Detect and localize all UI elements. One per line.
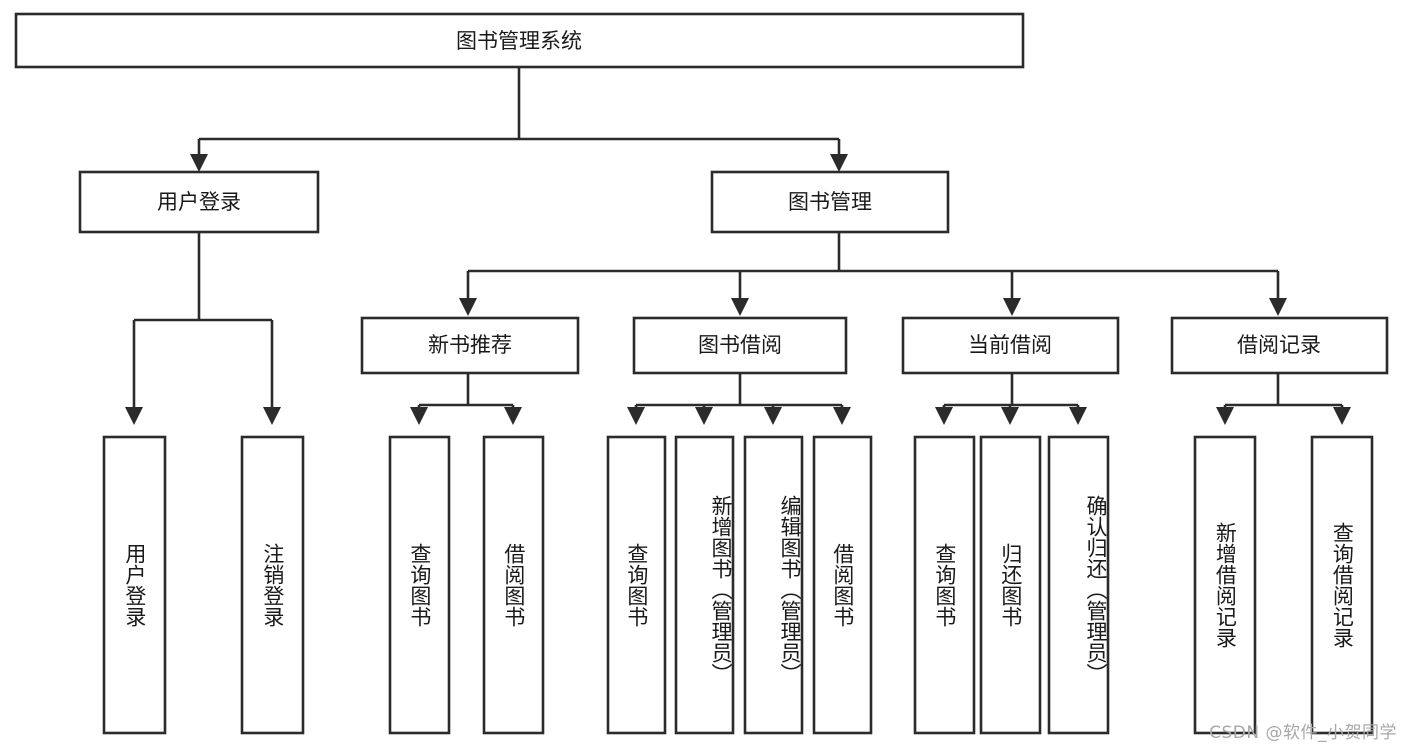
node-leaf-query-book-3[interactable] [913,435,976,735]
node-borrow-record-label: 借阅记录 [1237,333,1321,357]
node-leaf-borrow-book-2[interactable] [812,435,873,735]
node-book-borrow[interactable] [632,316,848,375]
connector-bookmanage-to-level3 [459,232,1287,316]
node-root-label: 图书管理系统 [456,29,582,53]
node-book-manage-label: 图书管理 [788,190,872,214]
node-user-login[interactable] [78,170,320,234]
connector-userlogin-to-leaves [125,232,281,425]
node-leaf-query-book-2[interactable] [606,435,667,735]
node-leaf-query-book-1[interactable] [388,435,451,735]
node-root[interactable] [14,12,1025,69]
node-leaf-edit-book[interactable] [743,435,804,735]
node-new-book-rec-label: 新书推荐 [428,333,512,357]
node-book-borrow-label: 图书借阅 [698,333,782,357]
node-leaf-add-book[interactable] [674,435,735,735]
node-new-book-rec[interactable] [360,316,580,375]
node-leaf-return-book[interactable] [979,435,1042,735]
connector-root-to-level2 [190,67,848,172]
node-user-login-label: 用户登录 [157,190,241,214]
node-book-manage[interactable] [710,170,950,234]
csdn-watermark: CSDN @软件_小贺同学 [1209,723,1397,743]
node-current-borrow[interactable] [901,316,1120,375]
node-leaf-confirm-return[interactable] [1047,435,1110,735]
connector-bookborrow-to-leaves [627,373,851,425]
connector-newbookrec-to-leaves [410,373,522,425]
node-leaf-user-login[interactable] [102,435,167,735]
node-leaf-user-logout[interactable] [240,435,305,735]
connector-currentborrow-to-leaves [935,373,1087,425]
node-leaf-add-record[interactable] [1193,435,1257,735]
node-current-borrow-label: 当前借阅 [968,333,1052,357]
node-leaf-borrow-book-1[interactable] [482,435,545,735]
node-borrow-record[interactable] [1170,316,1389,375]
connector-borrowrecord-to-leaves [1216,373,1351,425]
node-leaf-query-record[interactable] [1310,435,1374,735]
